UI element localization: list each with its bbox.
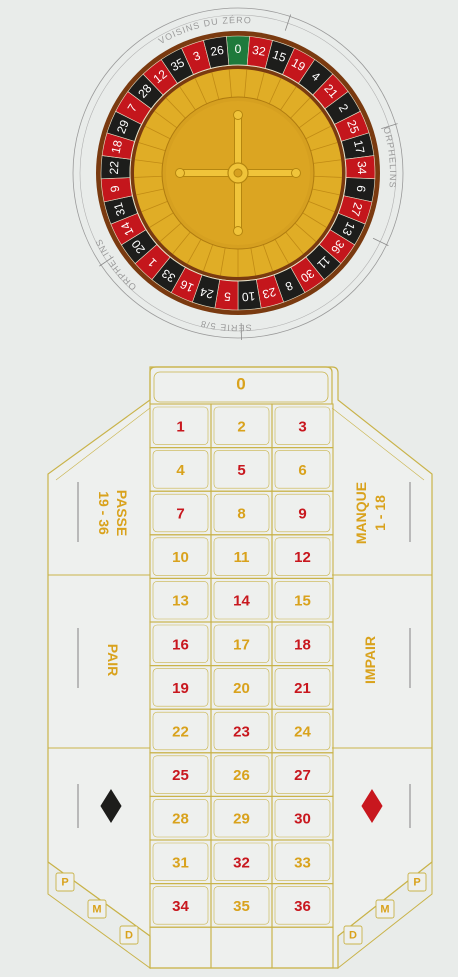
number-label: 15 xyxy=(294,593,311,610)
sector-divider xyxy=(373,238,388,245)
number-label: 10 xyxy=(172,549,189,566)
number-label: 28 xyxy=(172,811,189,828)
number-label: 20 xyxy=(233,680,250,697)
number-label: 2 xyxy=(237,418,245,435)
douzaine-right-label: D xyxy=(349,930,357,942)
number-label: 26 xyxy=(233,767,250,784)
number-label: 13 xyxy=(172,593,189,610)
number-label: 4 xyxy=(176,462,185,479)
wheel-number: 0 xyxy=(235,42,242,56)
passe-label[interactable]: PASSE xyxy=(114,490,130,536)
impair-label[interactable]: IMPAIR xyxy=(362,636,378,684)
number-label: 36 xyxy=(294,898,311,915)
douzaine-left-label: M xyxy=(92,904,101,916)
manque-label[interactable]: MANQUE xyxy=(353,482,369,544)
number-label: 25 xyxy=(172,767,189,784)
number-label: 7 xyxy=(176,506,184,523)
passe-range-label[interactable]: 19 - 36 xyxy=(96,491,112,535)
number-label: 34 xyxy=(172,898,189,915)
douzaine-right-label: M xyxy=(380,904,389,916)
number-label: 27 xyxy=(294,767,311,784)
wheel-number: 26 xyxy=(209,43,225,59)
douzaine-left-label: P xyxy=(61,877,68,889)
number-label: 5 xyxy=(237,462,245,479)
number-label: 19 xyxy=(172,680,189,697)
douzaine-right-label: P xyxy=(413,877,420,889)
number-label: 21 xyxy=(294,680,311,697)
number-label: 33 xyxy=(294,854,311,871)
number-label: 29 xyxy=(233,811,250,828)
pair-label[interactable]: PAIR xyxy=(105,644,121,676)
number-label: 35 xyxy=(233,898,250,915)
number-label: 22 xyxy=(172,724,189,741)
number-label: 9 xyxy=(298,506,306,523)
number-label: 6 xyxy=(298,462,306,479)
number-label: 23 xyxy=(233,724,250,741)
number-label: 31 xyxy=(172,854,189,871)
wheel-number: 22 xyxy=(107,160,122,174)
sector-label-bottom: SÉRIE 5/8 xyxy=(199,318,252,333)
number-label: 17 xyxy=(233,636,250,653)
number-label: 16 xyxy=(172,636,189,653)
number-label: 8 xyxy=(237,506,245,523)
sector-label-right: ORPHELINS xyxy=(381,126,398,189)
number-label: 12 xyxy=(294,549,311,566)
number-label: 11 xyxy=(234,549,250,566)
manque-range-label[interactable]: 1 - 18 xyxy=(372,495,388,531)
number-label: 24 xyxy=(294,724,311,741)
wheel-number: 34 xyxy=(355,161,370,175)
number-label: 18 xyxy=(294,636,311,653)
douzaine-left-label: D xyxy=(125,930,133,942)
number-label: 1 xyxy=(176,418,184,435)
zero-number: 0 xyxy=(236,375,245,394)
number-label: 30 xyxy=(294,811,311,828)
wheel-number: 32 xyxy=(251,43,267,59)
number-label: 14 xyxy=(233,593,250,610)
number-label: 3 xyxy=(298,418,306,435)
wheel-number: 10 xyxy=(241,289,256,304)
number-label: 32 xyxy=(233,854,250,871)
